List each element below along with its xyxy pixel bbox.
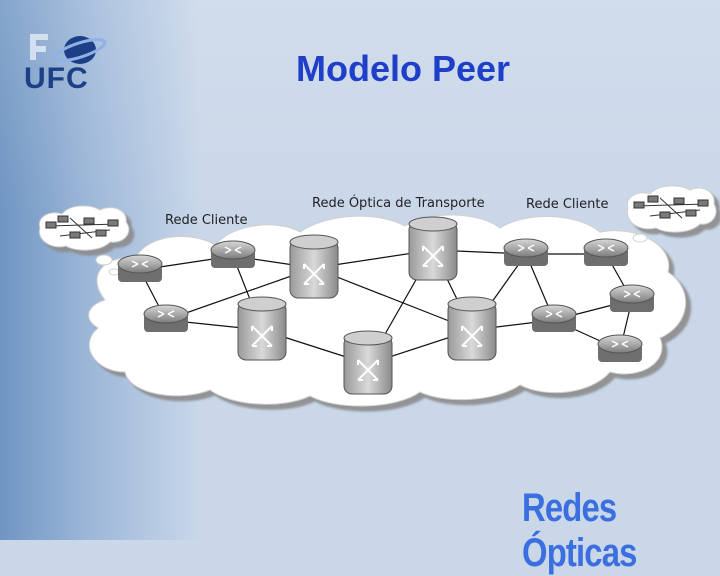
label-client-right: Rede Cliente	[526, 197, 608, 212]
router-icon	[210, 240, 256, 268]
router-icon	[609, 284, 655, 312]
client-cloud-left-tail-small	[108, 268, 120, 276]
optical-switch-icon	[343, 330, 393, 395]
ufc-logo-icon	[30, 34, 107, 64]
client-cloud-right-tail	[632, 233, 648, 243]
client-cloud-left-tail	[95, 254, 113, 266]
optical-switch-icon	[289, 234, 339, 299]
client-network-right	[633, 195, 709, 219]
label-client-left: Rede Cliente	[165, 213, 247, 228]
ufc-logo-text: UFC	[24, 62, 89, 95]
client-network-left	[45, 215, 119, 239]
optical-switch-icon	[447, 296, 497, 361]
optical-switch-icon	[408, 216, 458, 281]
footer-title: Redes Ópticas	[522, 486, 637, 575]
router-icon	[143, 304, 189, 332]
router-icon	[597, 334, 643, 362]
network-diagram: Rede Cliente Rede Óptica de Transporte R…	[38, 185, 717, 407]
label-transport: Rede Óptica de Transporte	[312, 195, 485, 211]
router-icon	[503, 238, 549, 266]
router-icon	[531, 304, 577, 332]
router-icon	[583, 238, 629, 266]
router-icon	[117, 254, 163, 282]
optical-switch-icon	[237, 296, 287, 361]
page-title: Modelo Peer	[296, 48, 511, 89]
